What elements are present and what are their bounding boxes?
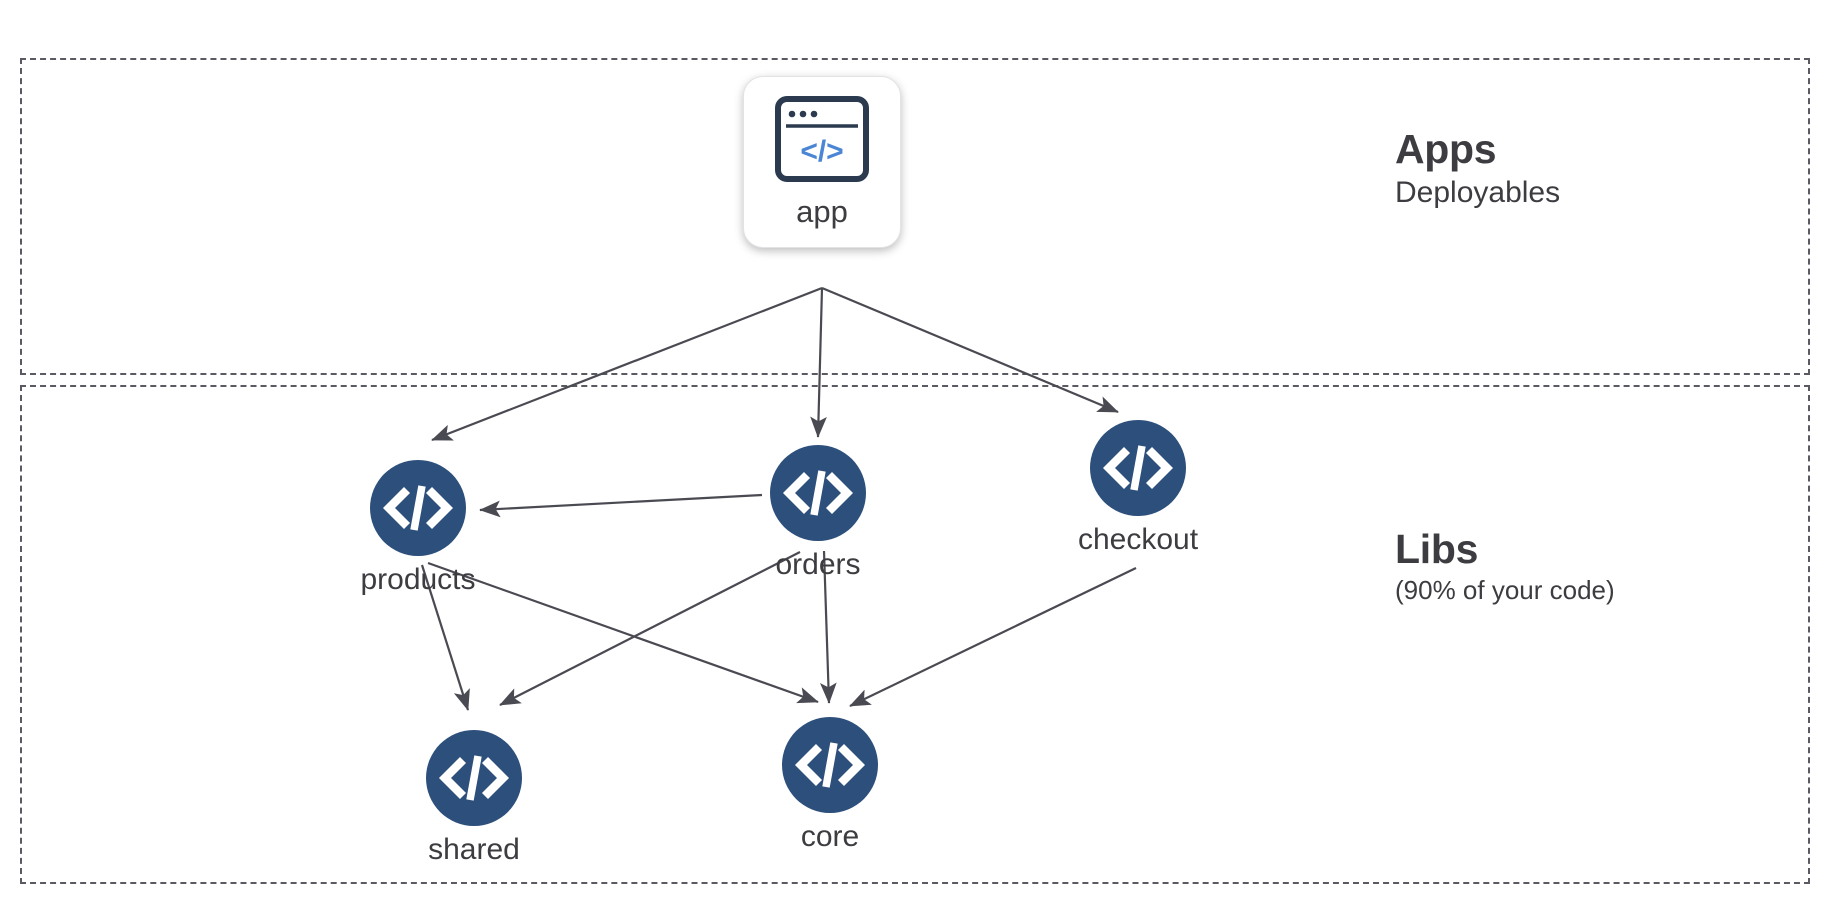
code-brackets-icon: [370, 460, 466, 556]
zone-libs: [20, 385, 1810, 884]
node-products[interactable]: products: [333, 460, 503, 597]
zone-label-apps: Apps Deployables: [1395, 126, 1561, 210]
browser-window-code-icon: </>: [772, 95, 872, 188]
node-checkout[interactable]: checkout: [1053, 420, 1223, 557]
node-app[interactable]: </> app: [743, 76, 901, 248]
node-core-label: core: [800, 820, 860, 853]
node-core[interactable]: core: [745, 717, 915, 854]
code-brackets-icon: [770, 445, 866, 541]
code-brackets-icon: [782, 717, 878, 813]
node-orders-label: orders: [775, 548, 861, 581]
svg-text:</>: </>: [800, 135, 843, 168]
node-orders[interactable]: orders: [733, 445, 903, 582]
zone-apps-title: Apps: [1395, 126, 1497, 172]
node-products-label: products: [360, 563, 476, 596]
zone-apps-subtitle: Deployables: [1395, 175, 1561, 209]
app-node-card[interactable]: </> app: [743, 76, 901, 248]
code-brackets-icon: [1090, 420, 1186, 516]
zone-libs-title: Libs: [1395, 526, 1479, 572]
zone-libs-subtitle: (90% of your code): [1395, 574, 1615, 605]
zone-apps: [20, 58, 1810, 375]
code-brackets-icon: [426, 730, 522, 826]
node-shared-label: shared: [428, 833, 520, 866]
node-shared[interactable]: shared: [389, 730, 559, 867]
node-checkout-label: checkout: [1077, 523, 1199, 556]
zone-label-libs: Libs (90% of your code): [1395, 526, 1615, 605]
node-app-label: app: [796, 194, 848, 229]
